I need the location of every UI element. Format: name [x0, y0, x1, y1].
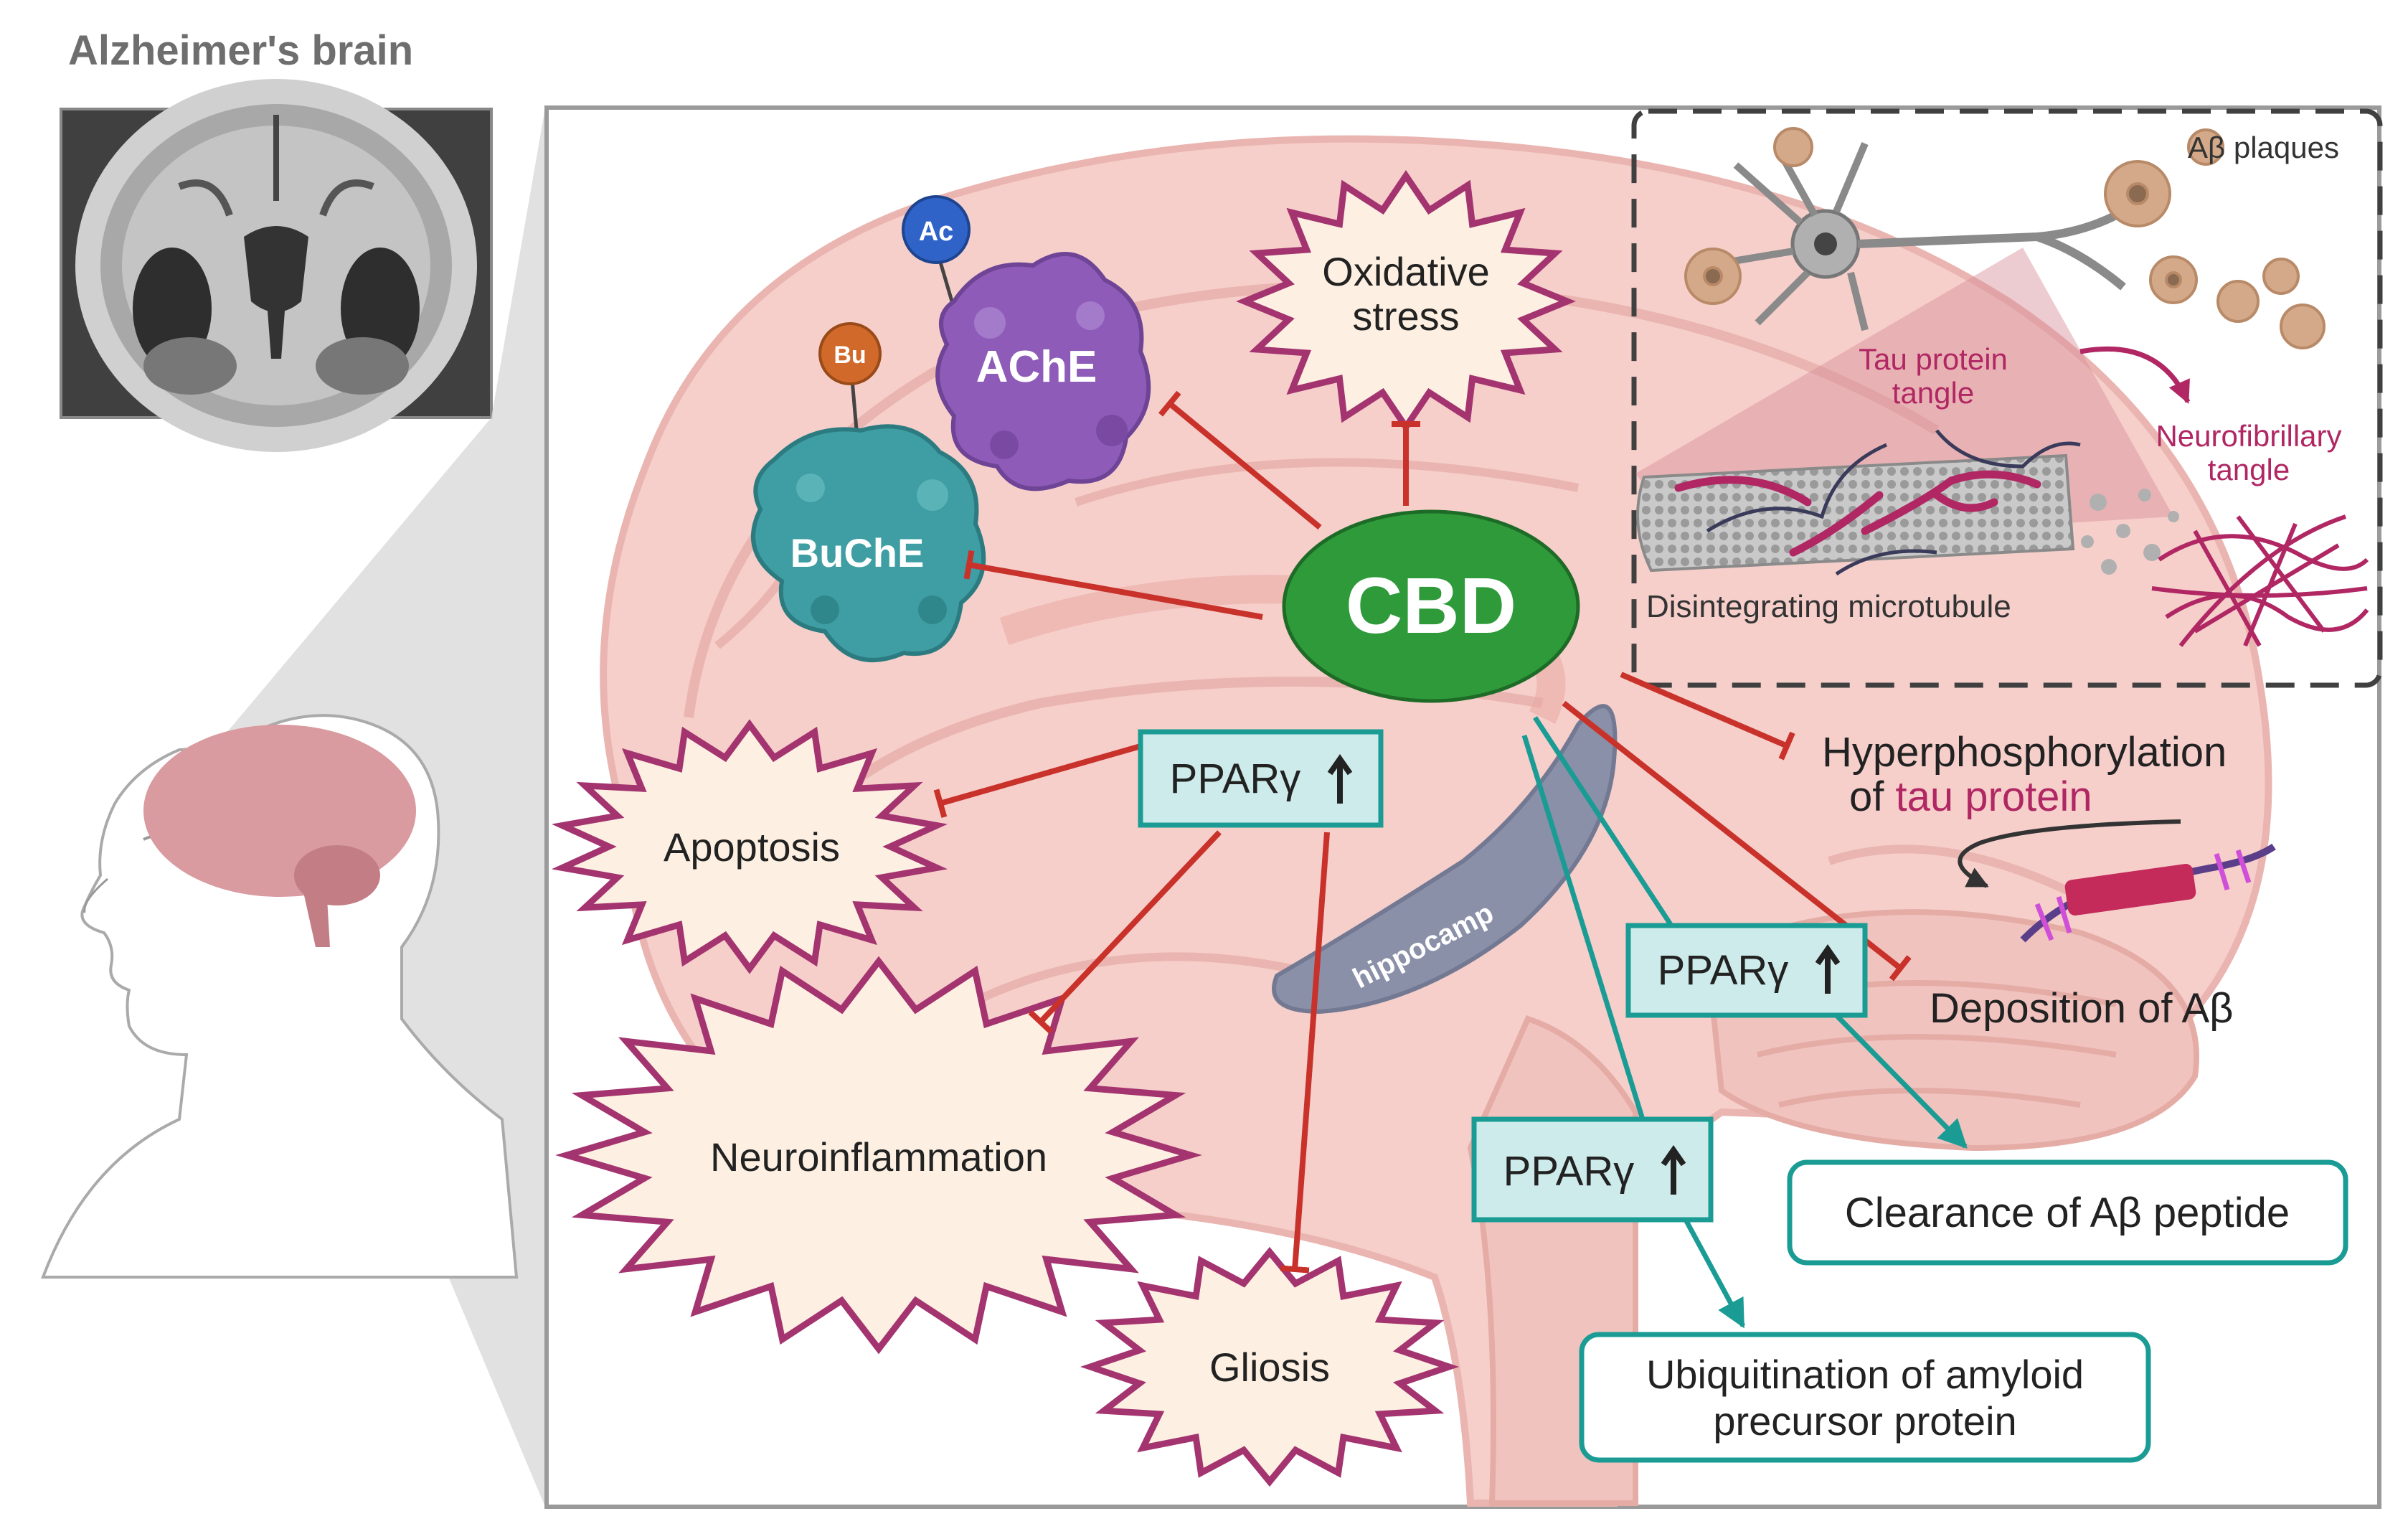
gliosis-label: Gliosis — [1209, 1345, 1330, 1390]
neurofibrillary-label-1: Neurofibrillary — [2156, 419, 2341, 453]
plaques-label: Aβ plaques — [2188, 131, 2339, 164]
up-arrow-icon — [1327, 754, 1353, 804]
ac-badge — [902, 195, 971, 264]
apoptosis-burst — [551, 719, 948, 974]
deposition-label: Deposition of Aβ — [1930, 985, 2234, 1032]
hippocampus-shape — [1272, 704, 1618, 1015]
hyperphosphorylation-label: Hyperphosphorylation — [1822, 729, 2227, 776]
ppar-inhibits-apoptosis — [933, 743, 1142, 819]
tau-inset-panel — [1631, 108, 2383, 688]
oxidative-label-2: stress — [1352, 293, 1459, 339]
cbd-label: CBD — [1346, 562, 1516, 650]
tau-tangle-label-2: tangle — [1892, 376, 1974, 410]
oxidative-label-1: Oxidative — [1322, 249, 1489, 294]
cbd-to-ppar-lower — [1521, 734, 1646, 1121]
neuron-icon — [1706, 142, 2126, 331]
ppar-box-top: PPARγ — [1138, 729, 1384, 828]
up-arrow-icon — [1815, 944, 1841, 994]
tau-curve-arrow — [1958, 819, 2181, 888]
ubiquitination-label-2: precursor protein — [1713, 1398, 2016, 1444]
gliosis-burst — [1080, 1246, 1460, 1487]
ppar-box-right: PPARγ — [1625, 923, 1868, 1018]
tau-protein-strands — [1674, 470, 2041, 557]
ubiquitination-box — [1579, 1332, 2151, 1463]
neuroinflammation-burst — [555, 956, 1202, 1355]
ache-label: AChE — [976, 342, 1097, 392]
ache-protein — [902, 195, 1151, 491]
cbd-inhibits-buche — [963, 550, 1263, 620]
apoptosis-label: Apoptosis — [664, 824, 840, 870]
of-tau-label: of tau protein — [1849, 773, 2092, 820]
clearance-box — [1787, 1159, 2348, 1266]
ppar-label-bottom: PPARγ — [1503, 1148, 1635, 1195]
inhibition-lines — [933, 390, 1912, 1274]
cbd-node — [1282, 509, 1580, 703]
cbd-to-ppar-upper — [1533, 716, 1673, 927]
cbd-inhibits-hyperphosphorylation — [1620, 672, 1795, 761]
ppar-inhibits-neuroinflammation — [1028, 830, 1222, 1034]
tau-protein-label: tau protein — [1896, 773, 2092, 820]
activation-lines — [1521, 716, 1968, 1329]
bu-badge — [818, 322, 882, 385]
ppar-label-right: PPARγ — [1658, 947, 1789, 994]
header-title: Alzheimer's brain — [68, 27, 413, 74]
mri-scan-image — [60, 79, 493, 452]
neurofibrillary-tangle-icon — [2151, 514, 2369, 647]
tau-tangle-label-1: Tau protein — [1859, 342, 2008, 376]
ac-badge-label: Ac — [919, 217, 954, 247]
ppar-label-top: PPARγ — [1170, 756, 1301, 802]
microtubule-label: Disintegrating microtubule — [1646, 589, 2011, 624]
ppar-box-bottom: PPARγ — [1471, 1116, 1714, 1223]
head-silhouette — [41, 714, 519, 1279]
buche-label: BuChE — [790, 530, 925, 575]
ubiquitination-label-1: Ubiquitination of amyloid — [1646, 1352, 2084, 1397]
buche-protein — [751, 322, 986, 662]
amyloid-plaques-icon — [1684, 127, 2326, 349]
neuroinflammation-label: Neuroinflammation — [710, 1134, 1047, 1180]
neurofibrillary-label-2: tangle — [2208, 453, 2290, 486]
up-arrow-icon — [1661, 1145, 1686, 1195]
clearance-label: Clearance of Aβ peptide — [1845, 1190, 2290, 1236]
cbd-inhibits-ache — [1158, 390, 1322, 530]
tangle-arrow — [2079, 346, 2191, 404]
bu-badge-label: Bu — [834, 342, 866, 369]
ppar-to-ubiquitination — [1683, 1218, 1746, 1329]
ppar-inhibits-gliosis — [1280, 832, 1330, 1274]
tau-protein-chain-icon — [2020, 843, 2276, 943]
ppar-to-clearance — [1834, 1013, 1968, 1149]
